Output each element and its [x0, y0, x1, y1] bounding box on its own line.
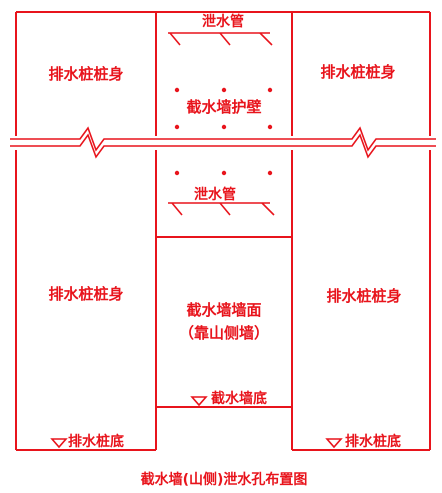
drain-hole-dot: [174, 170, 180, 176]
labels: 泄水管 排水桩桩身 排水桩桩身 截水墙护壁 泄水管 排水桩桩身 排水桩桩身 截水…: [48, 13, 401, 488]
bottom-right-pile-label: 排水桩桩身: [326, 287, 401, 305]
upper-pipe-branch: [219, 32, 231, 46]
top-right-pile-label: 排水桩桩身: [320, 63, 395, 81]
diagram-caption: 截水墙(山侧)泄水孔布置图: [141, 471, 308, 488]
drain-hole-dot: [221, 87, 227, 93]
lower-drain-pipes: [168, 202, 275, 216]
left-pile-bottom-label: 排水桩底: [68, 433, 124, 450]
wall-bottom-triangle-icon: [190, 396, 208, 407]
mid-pipe-label: 泄水管: [194, 186, 236, 203]
right-pile-bottom-triangle-icon: [325, 438, 343, 449]
wall-face-label-line1: 截水墙墙面: [186, 301, 261, 319]
break-gap: [10, 136, 436, 150]
break-line-lower-left: [10, 133, 150, 159]
right-pile-bottom-label: 排水桩底: [345, 433, 401, 450]
break-lines: [10, 126, 436, 159]
upper-pipe-branch: [169, 32, 181, 46]
left-pile-bottom-triangle-icon: [50, 438, 68, 449]
wall-bottom-label: 截水墙底: [211, 390, 267, 407]
lower-drain-holes: [174, 170, 273, 176]
top-left-pile-label: 排水桩桩身: [48, 65, 123, 83]
upper-pipe-branch: [259, 32, 273, 46]
drain-hole-dot: [174, 124, 180, 130]
top-pipe-label: 泄水管: [202, 13, 244, 30]
wall-face-label-line2: （靠山侧墙）: [179, 324, 269, 342]
elevation-markers: [50, 396, 343, 449]
drain-hole-dot: [267, 87, 273, 93]
structure-lines: [15, 11, 431, 451]
break-line-upper-right: [300, 126, 436, 152]
top-wall-label: 截水墙护壁: [186, 98, 261, 116]
lower-pipe-branch: [171, 202, 183, 216]
upper-drain-pipes: [168, 32, 273, 46]
lower-pipe-branch: [219, 202, 231, 216]
drain-hole-dot: [267, 170, 273, 176]
drain-hole-dot: [174, 87, 180, 93]
lower-pipe-branch: [261, 202, 275, 216]
bottom-left-pile-label: 排水桩桩身: [48, 285, 123, 303]
break-line-upper-left: [10, 126, 150, 152]
drain-hole-dot: [267, 124, 273, 130]
drain-hole-dot: [221, 170, 227, 176]
drain-hole-dot: [221, 124, 227, 130]
break-line-lower-right: [300, 133, 436, 159]
upper-drain-holes: [174, 87, 273, 130]
